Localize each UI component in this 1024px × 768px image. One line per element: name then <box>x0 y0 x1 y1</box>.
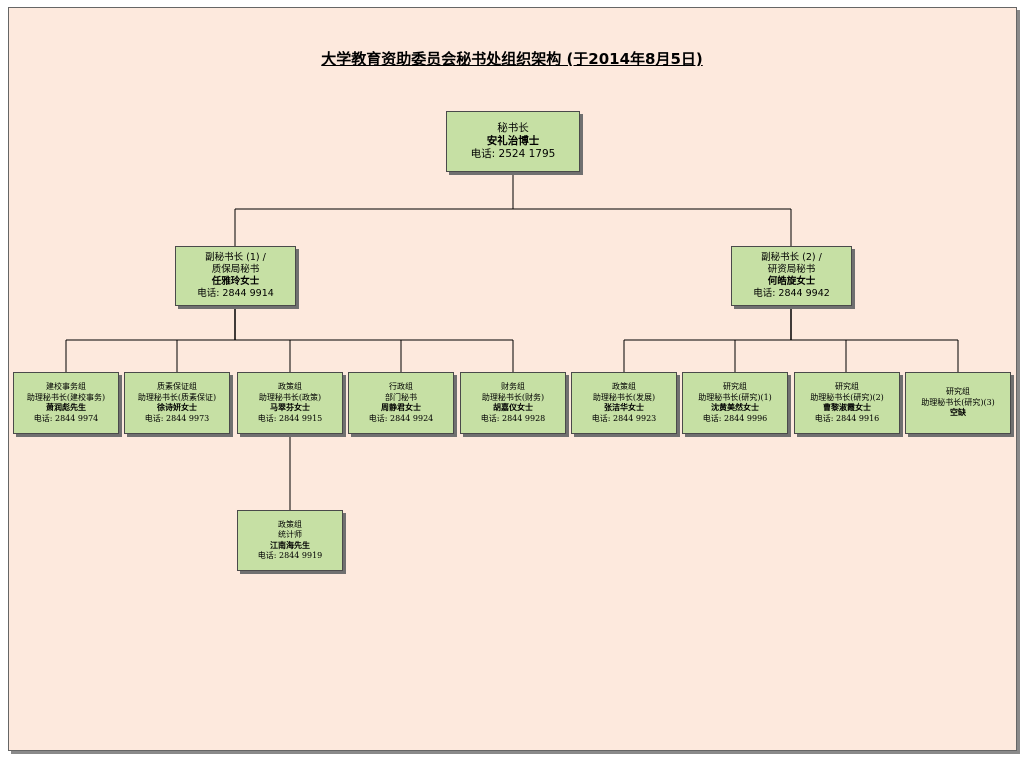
role-label: 部门秘书 <box>385 392 417 402</box>
phone-number: 电话: 2844 9919 <box>257 551 323 560</box>
phone-number: 电话: 2524 1795 <box>470 148 556 160</box>
group-label: 政策组 <box>278 519 302 529</box>
phone-number: 电话: 2844 9973 <box>144 413 210 423</box>
person-name: 何皓旋女士 <box>767 276 816 287</box>
deputy-secretary-general-1-box: 副秘书长 (1) / 质保局秘书 任雅玲女士 电话: 2844 9914 <box>175 246 296 306</box>
unit-box-research-3: 研究组 助理秘书长(研究)(3) 空缺 <box>905 372 1011 434</box>
role-label: 副秘书长 (2) / <box>761 252 822 263</box>
role-label-2: 质保局秘书 <box>211 264 260 275</box>
phone-number: 电话: 2844 9924 <box>368 413 434 423</box>
unit-box-campus-development: 建校事务组 助理秘书长(建校事务) 萧润彪先生 电话: 2844 9974 <box>13 372 119 434</box>
unit-box-quality-assurance: 质素保证组 助理秘书长(质素保证) 徐诗妍女士 电话: 2844 9973 <box>124 372 230 434</box>
unit-box-research-2: 研究组 助理秘书长(研究)(2) 曹黎淑霞女士 电话: 2844 9916 <box>794 372 900 434</box>
person-name: 张洁华女士 <box>604 403 644 412</box>
phone-number: 电话: 2844 9942 <box>753 288 830 299</box>
role-label: 助理秘书长(建校事务) <box>26 392 106 402</box>
role-label: 统计师 <box>278 530 302 539</box>
unit-box-research-1: 研究组 助理秘书长(研究)(1) 沈黄美然女士 电话: 2844 9996 <box>682 372 788 434</box>
unit-box-policy-development: 政策组 助理秘书长(发展) 张洁华女士 电话: 2844 9923 <box>571 372 677 434</box>
person-name: 江南海先生 <box>270 540 310 550</box>
secretary-general-box: 秘书长 安礼治博士 电话: 2524 1795 <box>446 111 580 172</box>
person-name: 周静君女士 <box>381 403 421 412</box>
person-name: 胡嘉仪女士 <box>493 403 533 412</box>
group-label: 质素保证组 <box>157 382 197 391</box>
role-label: 助理秘书长(研究)(2) <box>810 392 884 402</box>
role-label: 助理秘书长(研究)(1) <box>698 392 772 402</box>
phone-number: 电话: 2844 9923 <box>591 413 657 423</box>
role-label: 助理秘书长(研究)(3) <box>921 397 995 407</box>
role-label: 副秘书长 (1) / <box>205 252 266 263</box>
deputy-secretary-general-2-box: 副秘书长 (2) / 研资局秘书 何皓旋女士 电话: 2844 9942 <box>731 246 852 306</box>
person-name: 空缺 <box>950 408 966 418</box>
phone-number: 电话: 2844 9914 <box>197 288 274 299</box>
role-label: 助理秘书长(财务) <box>481 392 545 402</box>
role-label: 助理秘书长(发展) <box>592 392 656 402</box>
phone-number: 电话: 2844 9916 <box>814 413 880 423</box>
person-name: 安礼治博士 <box>486 135 540 147</box>
unit-box-administration: 行政组 部门秘书 周静君女士 电话: 2844 9924 <box>348 372 454 434</box>
person-name: 萧润彪先生 <box>46 403 86 412</box>
group-label: 政策组 <box>612 382 636 391</box>
group-label: 研究组 <box>946 387 970 397</box>
group-label: 财务组 <box>501 382 525 391</box>
group-label: 研究组 <box>835 382 859 391</box>
role-label: 秘书长 <box>497 122 529 134</box>
page-title: 大学教育资助委员会秘书处组织架构 (于2014年8月5日) <box>321 50 703 68</box>
person-name: 任雅玲女士 <box>211 276 260 287</box>
group-label: 研究组 <box>723 382 747 391</box>
person-name: 沈黄美然女士 <box>711 403 759 412</box>
group-label: 政策组 <box>278 382 302 391</box>
unit-box-policy: 政策组 助理秘书长(政策) 马翠芬女士 电话: 2844 9915 <box>237 372 343 434</box>
person-name: 徐诗妍女士 <box>157 403 197 412</box>
group-label: 行政组 <box>389 382 413 391</box>
statistician-box: 政策组 统计师 江南海先生 电话: 2844 9919 <box>237 510 343 571</box>
role-label: 助理秘书长(政策) <box>258 392 322 402</box>
role-label-2: 研资局秘书 <box>767 264 816 275</box>
person-name: 马翠芬女士 <box>270 403 310 412</box>
group-label: 建校事务组 <box>46 382 86 391</box>
phone-number: 电话: 2844 9928 <box>480 413 546 423</box>
phone-number: 电话: 2844 9974 <box>33 413 99 423</box>
phone-number: 电话: 2844 9996 <box>702 413 768 423</box>
unit-box-finance: 财务组 助理秘书长(财务) 胡嘉仪女士 电话: 2844 9928 <box>460 372 566 434</box>
person-name: 曹黎淑霞女士 <box>823 403 871 412</box>
phone-number: 电话: 2844 9915 <box>257 413 323 423</box>
role-label: 助理秘书长(质素保证) <box>137 392 217 402</box>
